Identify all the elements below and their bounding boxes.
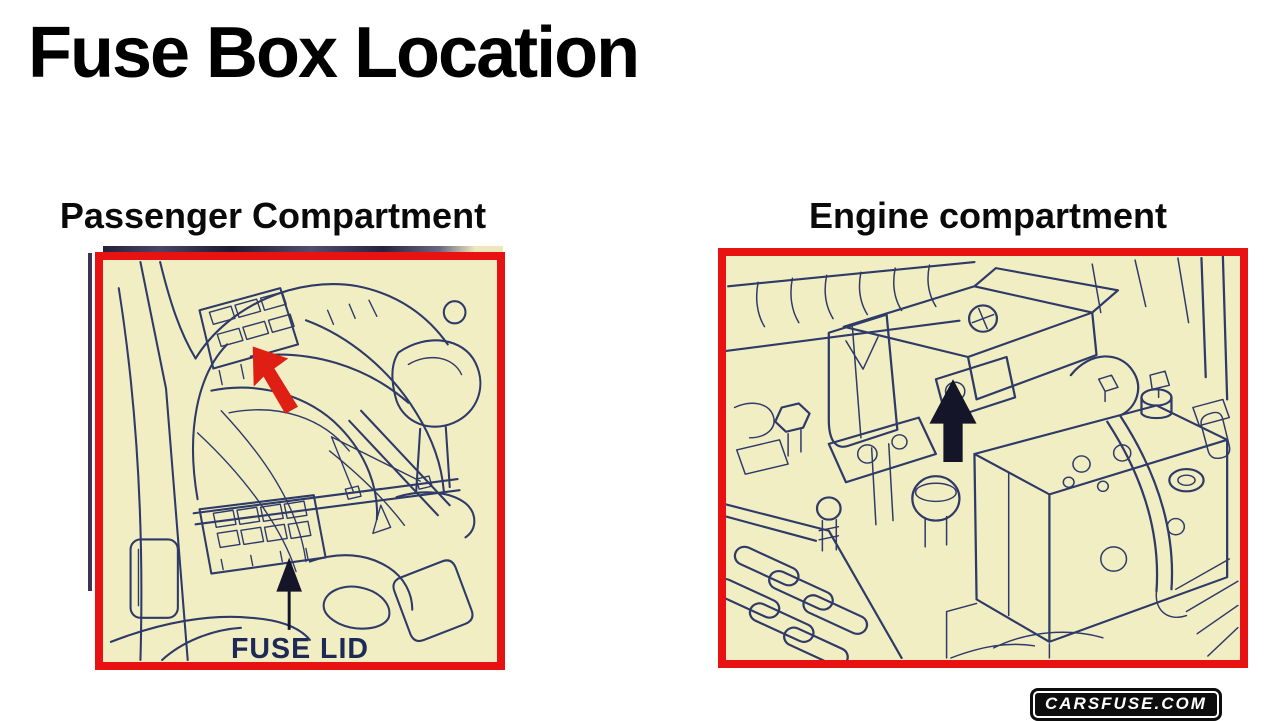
passenger-compartment-diagram: FUSE LID — [95, 252, 505, 670]
engine-line-art — [726, 256, 1239, 660]
cable-hook — [1155, 590, 1188, 618]
panel-engine-label: Engine compartment — [808, 195, 1168, 236]
bottom-cables — [950, 631, 1104, 659]
dash-hole — [442, 300, 467, 325]
fuse-box-pointer-arrow-icon — [252, 346, 299, 414]
rear-machinery-lines — [1091, 257, 1231, 427]
connector-block-cells — [212, 500, 312, 571]
battery-top-details — [1062, 444, 1205, 572]
fuse-lid-arrow-icon — [276, 557, 302, 630]
page-title: Fuse Box Location — [28, 13, 640, 93]
battery-seam — [945, 471, 1051, 659]
cover-screw-cross — [971, 307, 995, 330]
fuse-lid-arrow-head — [276, 557, 302, 592]
floor-curves — [109, 615, 311, 662]
wiring-harness-lines — [196, 410, 307, 573]
seat-inner-line — [372, 357, 463, 535]
right-frame-lines — [1200, 256, 1229, 401]
dash-top-contours — [192, 283, 449, 501]
rail-brackets — [330, 436, 433, 500]
door-pocket — [129, 538, 179, 619]
scan-artifact-strip-top — [103, 246, 503, 253]
watermark-badge: CARSFUSE.COM — [1030, 688, 1222, 721]
right-edge-slots — [1175, 411, 1239, 657]
dash-body-curves — [210, 386, 379, 521]
cross-rails — [192, 478, 461, 526]
cover-fin-details — [845, 325, 978, 526]
ribbed-panel — [726, 503, 903, 660]
shroud-ribs — [755, 264, 937, 328]
under-dash-drawing: FUSE LID — [109, 260, 482, 662]
engine-bay-drawing — [726, 256, 1239, 660]
hold-down-cable — [1069, 355, 1174, 593]
kick-panel-shapes — [308, 554, 414, 630]
pedal-shape — [392, 559, 474, 643]
interior-fuse-box-relays — [208, 291, 378, 386]
scan-artifact-strip-left — [88, 253, 92, 591]
door-pillar-lines — [117, 260, 197, 662]
battery-outline — [973, 404, 1229, 643]
seat-outline — [391, 339, 482, 539]
panel-passenger-label: Passenger Compartment — [59, 195, 487, 236]
cover-side-fin — [827, 313, 899, 448]
watermark-text: CARSFUSE.COM — [1033, 691, 1219, 719]
shroud-rails — [726, 260, 976, 353]
fuse-box-up-arrow-icon — [929, 379, 977, 463]
dashboard-line-art — [109, 260, 482, 662]
engine-compartment-diagram — [718, 248, 1248, 668]
cover-screw-icon — [967, 304, 999, 333]
fuse-lid-label: FUSE LID — [231, 633, 369, 662]
fuse-box-cover — [842, 267, 1120, 401]
interior-fuse-box-outline — [198, 287, 300, 370]
battery-terminal — [1097, 370, 1173, 420]
terminal-hardware-cluster — [733, 402, 961, 552]
